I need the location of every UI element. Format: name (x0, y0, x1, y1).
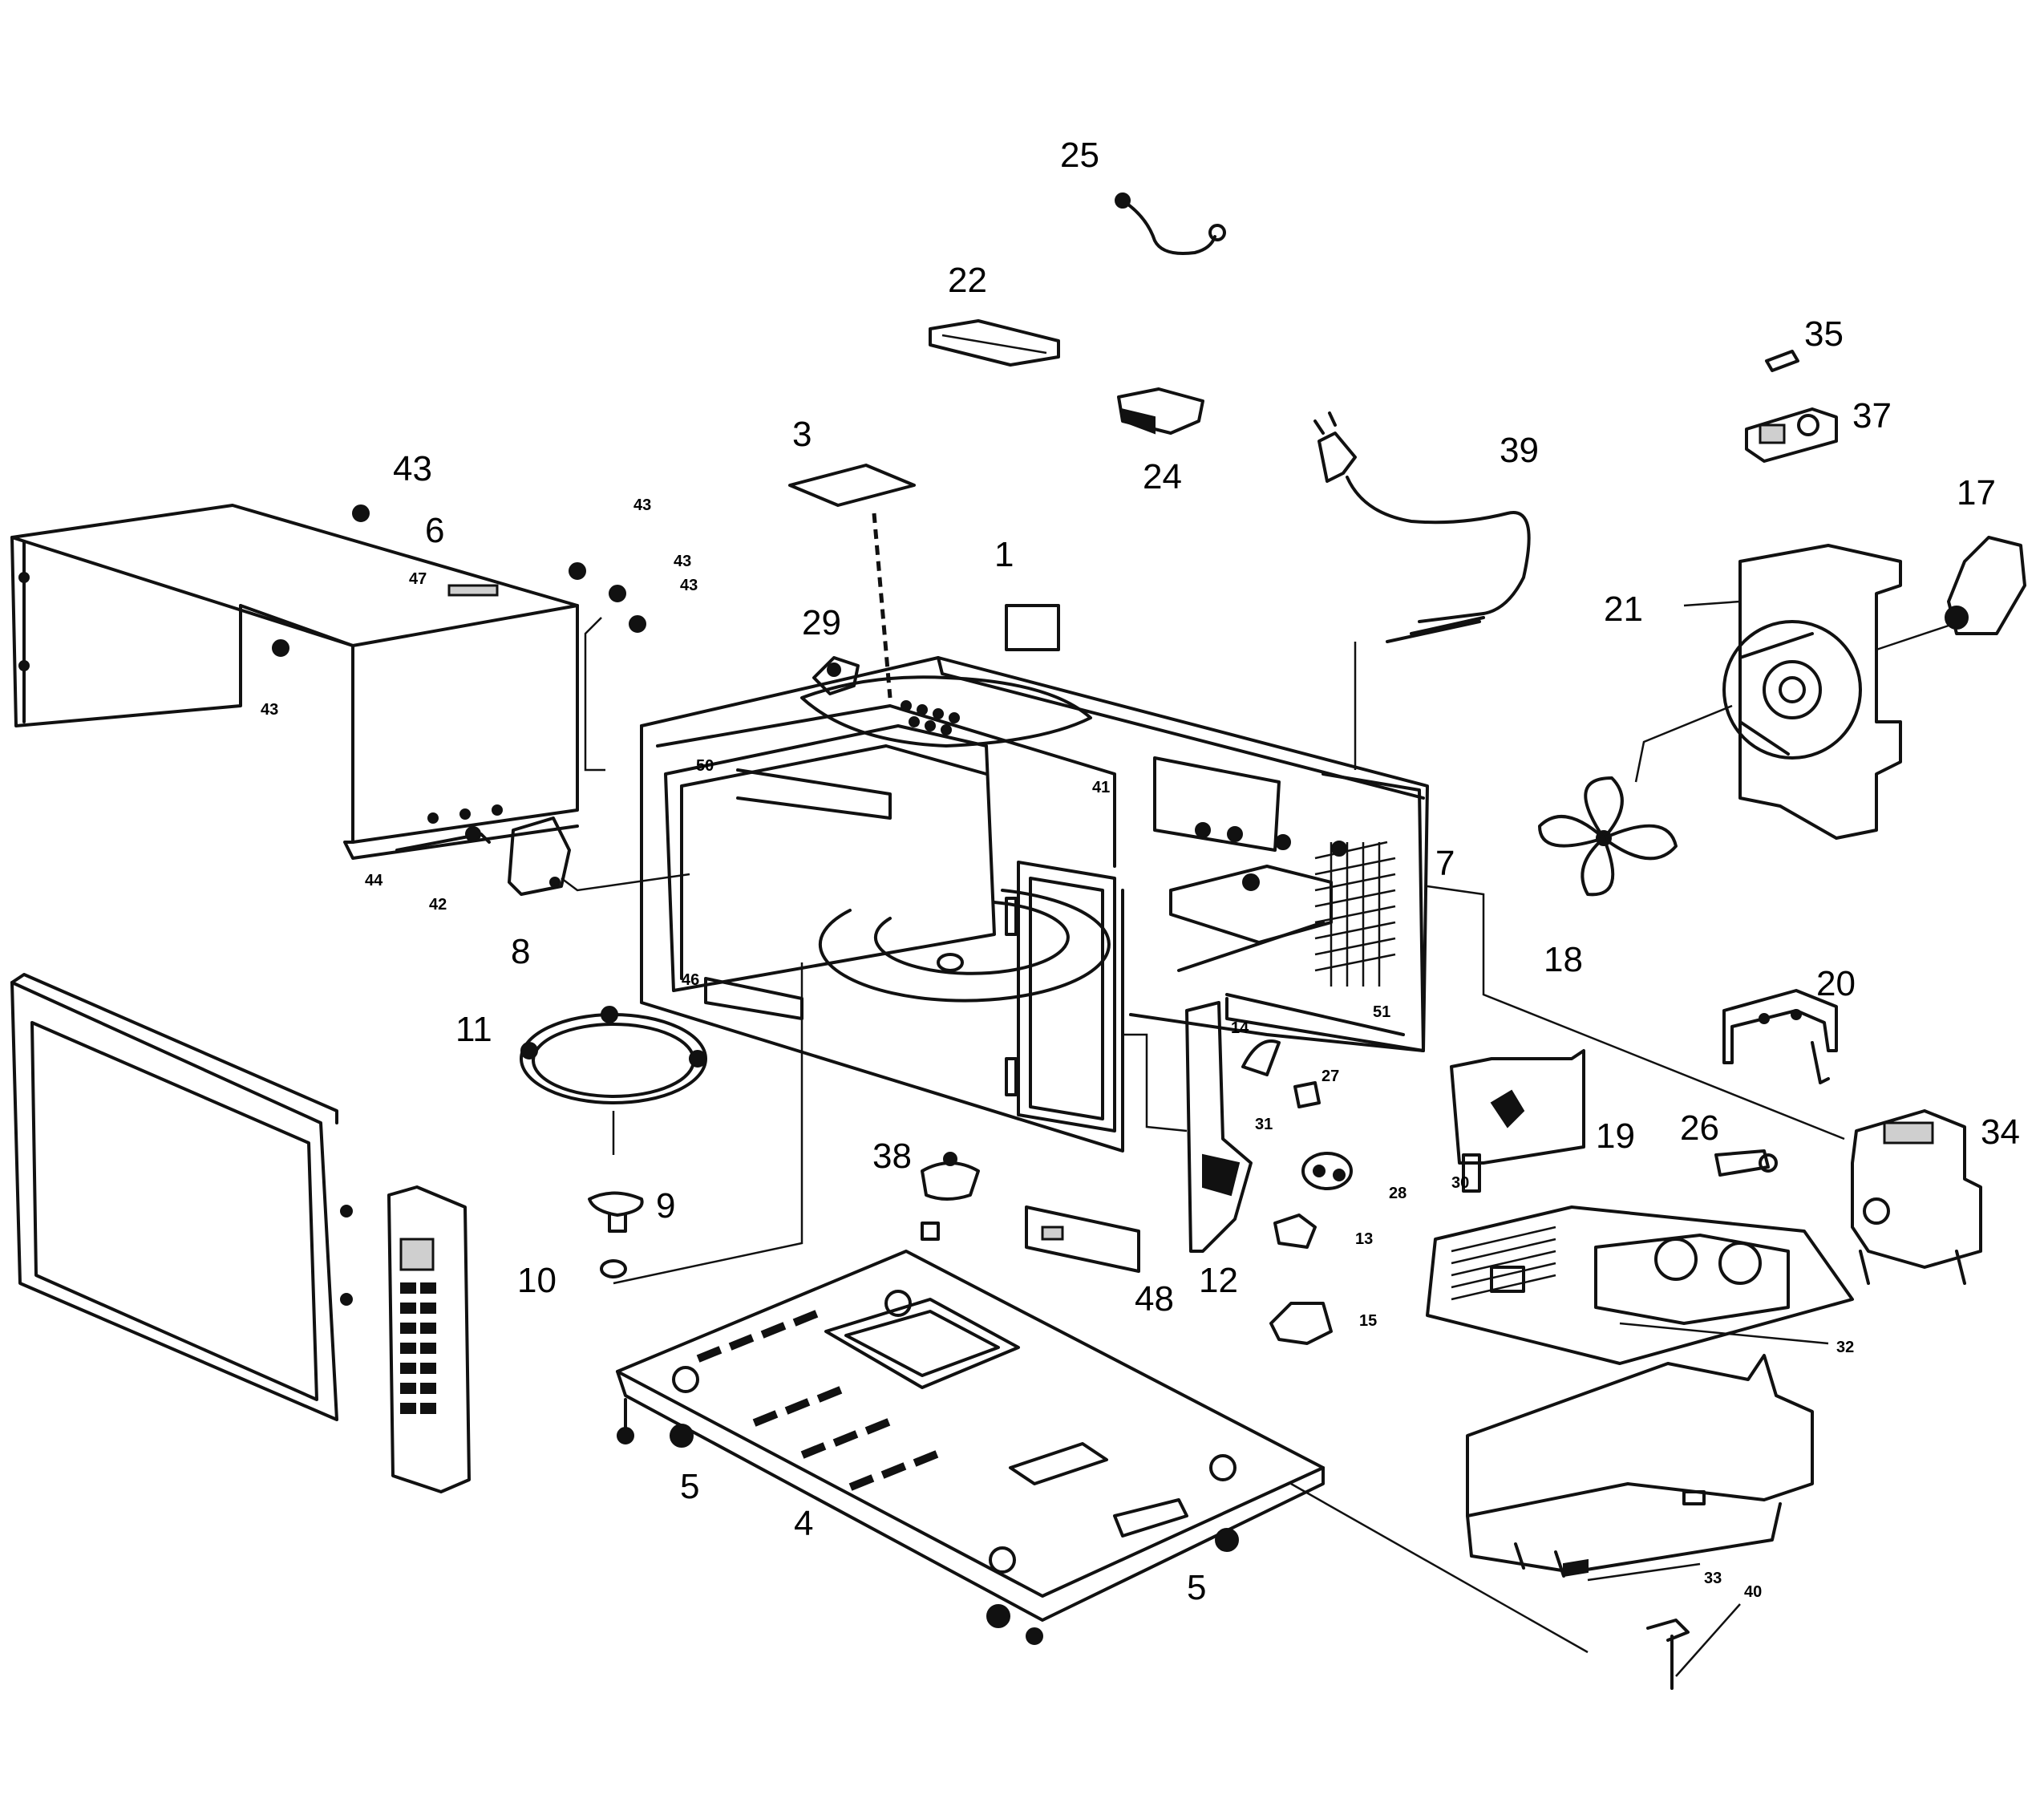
part-39-power-cord (1313, 411, 1531, 770)
label-24: 24 (1143, 457, 1182, 496)
part-18-fan-blade (1538, 776, 1678, 897)
label-6: 6 (425, 511, 445, 550)
part-7-back-panel (1225, 772, 1845, 1141)
part-15-switch (1269, 1302, 1333, 1345)
label-9: 9 (656, 1186, 676, 1226)
label-44-small: 44 (365, 872, 383, 889)
label-7: 7 (1435, 844, 1455, 883)
part-20-bracket (1722, 989, 1838, 1084)
label-5-left: 5 (680, 1467, 700, 1506)
label-20: 20 (1816, 964, 1856, 1003)
label-25: 25 (1060, 136, 1099, 175)
part-17-fan-motor (1876, 536, 2026, 651)
part-control-panel (387, 1185, 471, 1493)
part-8-waveguide-cover (508, 816, 690, 896)
label-3: 3 (792, 415, 812, 454)
label-37: 37 (1852, 396, 1892, 436)
part-6-outer-cabinet (10, 504, 605, 860)
label-17: 17 (1957, 473, 1996, 513)
label-22: 22 (948, 261, 987, 300)
label-42-small: 42 (429, 896, 447, 914)
part-37-board (1745, 407, 1838, 463)
label-43-small-2: 43 (674, 553, 692, 570)
label-19: 19 (1596, 1116, 1635, 1156)
label-5-right: 5 (1187, 1568, 1207, 1607)
label-40-small: 40 (1744, 1583, 1763, 1601)
part-14-hook (1241, 1039, 1281, 1076)
label-32-small: 32 (1836, 1339, 1855, 1356)
label-34: 34 (1981, 1112, 2020, 1152)
label-43: 43 (393, 449, 432, 488)
part-door (10, 973, 353, 1421)
part-34-magnetron (1851, 1109, 1982, 1285)
label-27-small: 27 (1322, 1068, 1340, 1085)
label-50-small: 50 (696, 757, 714, 775)
label-15-small: 15 (1359, 1312, 1378, 1330)
part-26-lamp (1714, 1149, 1778, 1177)
label-35: 35 (1804, 314, 1844, 354)
label-12: 12 (1199, 1261, 1238, 1300)
part-1-label (1005, 604, 1060, 651)
label-18: 18 (1544, 940, 1583, 979)
part-5-feet (617, 1398, 1239, 1645)
label-28-small: 28 (1389, 1185, 1407, 1202)
part-10-washer (600, 1259, 627, 1278)
part-22-bar (929, 319, 1060, 367)
label-43-small-4: 43 (261, 701, 279, 719)
label-4: 4 (794, 1504, 814, 1543)
label-38: 38 (872, 1136, 912, 1176)
part-27-clip (1293, 1081, 1321, 1108)
label-41-small: 41 (1092, 779, 1111, 796)
part-cavity-assembly (640, 656, 1429, 1153)
part-11-roller-ring (520, 1006, 707, 1155)
label-47-small: 47 (409, 570, 427, 588)
part-31-switch (1301, 1152, 1353, 1190)
part-9-coupler (588, 1191, 644, 1233)
label-33-small: 33 (1704, 1570, 1722, 1587)
label-8: 8 (511, 932, 531, 971)
part-43-screws (272, 504, 646, 657)
part-12-latch-board (1123, 1001, 1253, 1253)
label-48: 48 (1135, 1279, 1174, 1319)
part-48-bracket (1025, 1205, 1140, 1273)
label-1: 1 (994, 535, 1014, 574)
part-35-fuse (1765, 350, 1799, 372)
part-40-pin (1646, 1603, 1741, 1690)
label-13-small: 13 (1355, 1230, 1374, 1248)
part-4-base-plate (616, 1250, 1589, 1654)
label-43-small-3: 43 (680, 577, 698, 594)
part-24-block (1117, 387, 1204, 435)
label-39: 39 (1500, 431, 1539, 470)
label-29: 29 (802, 603, 841, 642)
part-19-air-duct (1450, 1049, 1585, 1193)
part-32-transformer-board (1426, 1205, 1854, 1365)
part-25-sensor-lead (1115, 192, 1226, 255)
label-43-small-1: 43 (633, 496, 652, 514)
label-14-small: 14 (1231, 1019, 1249, 1037)
part-21-fan-housing (1634, 544, 1902, 840)
part-38-turntable-motor (921, 1152, 980, 1241)
label-21: 21 (1604, 590, 1643, 629)
part-33-base-bracket (1466, 1354, 1814, 1582)
label-26: 26 (1680, 1108, 1719, 1148)
part-3-cover-plate (788, 464, 916, 507)
label-51-small: 51 (1373, 1003, 1391, 1021)
label-31-small: 31 (1255, 1116, 1273, 1133)
part-13-switch (1273, 1213, 1317, 1249)
label-30-small: 30 (1451, 1174, 1470, 1192)
label-46-small: 46 (682, 971, 700, 989)
label-11: 11 (455, 1010, 492, 1049)
label-10: 10 (517, 1261, 557, 1300)
